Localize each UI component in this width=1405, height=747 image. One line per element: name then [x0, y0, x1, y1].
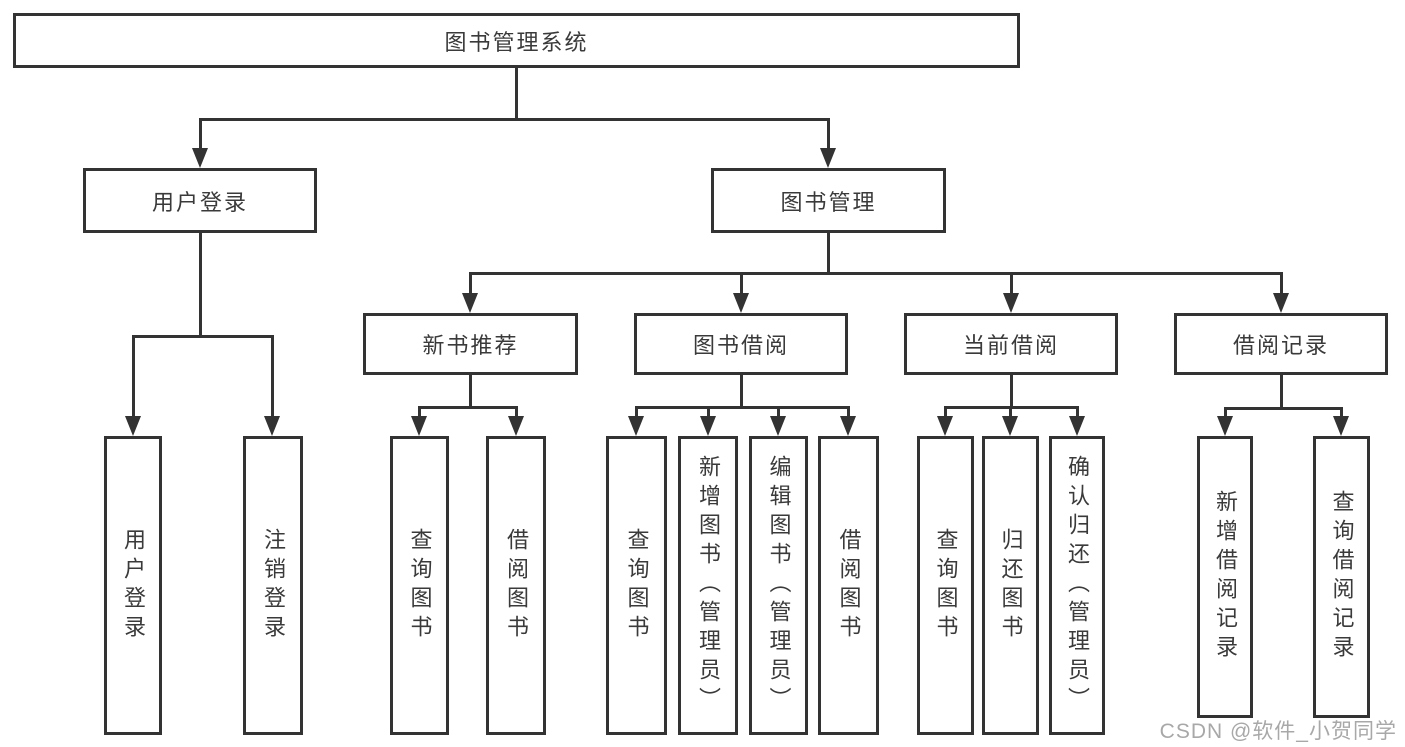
node-book-management: 图书管理: [711, 168, 946, 233]
line: [740, 375, 743, 406]
arrow-down-icon: [937, 416, 953, 436]
leaf-return-book-label: 归还图书: [998, 527, 1024, 644]
leaf-query-borrow-record: 查询借阅记录: [1313, 436, 1370, 718]
line: [1224, 407, 1342, 410]
line: [132, 335, 274, 338]
leaf-current-query-book: 查询图书: [917, 436, 974, 735]
leaf-borrow-book-label: 借阅图书: [836, 527, 862, 644]
line: [1076, 406, 1079, 416]
leaf-logout: 注销登录: [243, 436, 303, 735]
node-borrow-record: 借阅记录: [1174, 313, 1388, 375]
leaf-add-book-admin-label: 新增图书（管理员）: [696, 455, 721, 716]
leaf-return-book: 归还图书: [982, 436, 1039, 735]
arrow-down-icon: [770, 416, 786, 436]
line: [1010, 375, 1013, 406]
node-root: 图书管理系统: [13, 13, 1020, 68]
arrow-down-icon: [264, 416, 280, 436]
line: [469, 375, 472, 406]
node-book-borrow-label: 图书借阅: [692, 333, 789, 358]
arrow-down-icon: [840, 416, 856, 436]
leaf-current-query-book-label: 查询图书: [933, 527, 959, 644]
arrow-down-icon: [1333, 416, 1349, 436]
arrow-down-icon: [1002, 416, 1018, 436]
csdn-watermark: CSDN @软件_小贺同学: [1159, 720, 1397, 743]
leaf-logout-label: 注销登录: [261, 527, 286, 644]
line: [827, 233, 830, 272]
leaf-edit-book-admin-label: 编辑图书（管理员）: [766, 455, 792, 716]
line: [1340, 407, 1343, 416]
arrow-down-icon: [1273, 293, 1289, 313]
line: [777, 406, 780, 416]
line: [1280, 272, 1283, 293]
node-new-book-recommend-label: 新书推荐: [422, 333, 519, 358]
line: [469, 272, 472, 293]
leaf-user-login: 用户登录: [104, 436, 162, 735]
arrow-down-icon: [1069, 416, 1085, 436]
line: [515, 68, 518, 118]
leaf-recommend-query-book-label: 查询图书: [407, 527, 433, 644]
line: [199, 118, 830, 121]
line: [418, 406, 421, 416]
leaf-borrow-query-book: 查询图书: [606, 436, 667, 735]
line: [944, 406, 947, 416]
leaf-user-login-label: 用户登录: [121, 527, 146, 644]
node-current-borrow-label: 当前借阅: [962, 333, 1059, 358]
leaf-recommend-query-book: 查询图书: [390, 436, 449, 735]
arrow-down-icon: [125, 416, 141, 436]
leaf-recommend-borrow-book-label: 借阅图书: [504, 527, 529, 644]
leaf-add-book-admin: 新增图书（管理员）: [678, 436, 738, 735]
leaf-borrow-query-book-label: 查询图书: [624, 527, 650, 644]
arrow-down-icon: [1217, 416, 1233, 436]
node-root-label: 图书管理系统: [444, 29, 589, 55]
line: [1010, 272, 1013, 293]
leaf-borrow-book: 借阅图书: [818, 436, 879, 735]
leaf-confirm-return-admin: 确认归还（管理员）: [1049, 436, 1105, 735]
node-new-book-recommend: 新书推荐: [363, 313, 578, 375]
leaf-query-borrow-record-label: 查询借阅记录: [1329, 490, 1355, 664]
line: [740, 272, 743, 293]
line: [1224, 407, 1227, 416]
node-user-login: 用户登录: [83, 168, 317, 233]
line: [515, 406, 518, 416]
arrow-down-icon: [1003, 293, 1019, 313]
node-book-management-label: 图书管理: [780, 189, 877, 215]
node-current-borrow: 当前借阅: [904, 313, 1118, 375]
node-user-login-label: 用户登录: [151, 189, 248, 215]
leaf-add-borrow-record: 新增借阅记录: [1197, 436, 1253, 718]
line: [199, 118, 202, 150]
arrow-down-icon: [733, 293, 749, 313]
line: [271, 335, 274, 416]
arrow-down-icon: [192, 148, 208, 168]
line: [1009, 406, 1012, 416]
arrow-down-icon: [628, 416, 644, 436]
leaf-recommend-borrow-book: 借阅图书: [486, 436, 546, 735]
node-borrow-record-label: 借阅记录: [1232, 333, 1329, 358]
arrow-down-icon: [411, 416, 427, 436]
line: [132, 335, 135, 416]
line: [707, 406, 710, 416]
leaf-add-borrow-record-label: 新增借阅记录: [1213, 490, 1238, 664]
arrow-down-icon: [462, 293, 478, 313]
arrow-down-icon: [820, 148, 836, 168]
line: [827, 118, 830, 150]
line: [469, 272, 1283, 275]
line: [199, 233, 202, 335]
line: [1280, 375, 1283, 407]
line: [847, 406, 850, 416]
line: [418, 406, 518, 409]
leaf-edit-book-admin: 编辑图书（管理员）: [749, 436, 808, 735]
node-book-borrow: 图书借阅: [634, 313, 848, 375]
arrow-down-icon: [508, 416, 524, 436]
line: [635, 406, 638, 416]
arrow-down-icon: [700, 416, 716, 436]
leaf-confirm-return-admin-label: 确认归还（管理员）: [1065, 455, 1090, 716]
line: [635, 406, 849, 409]
